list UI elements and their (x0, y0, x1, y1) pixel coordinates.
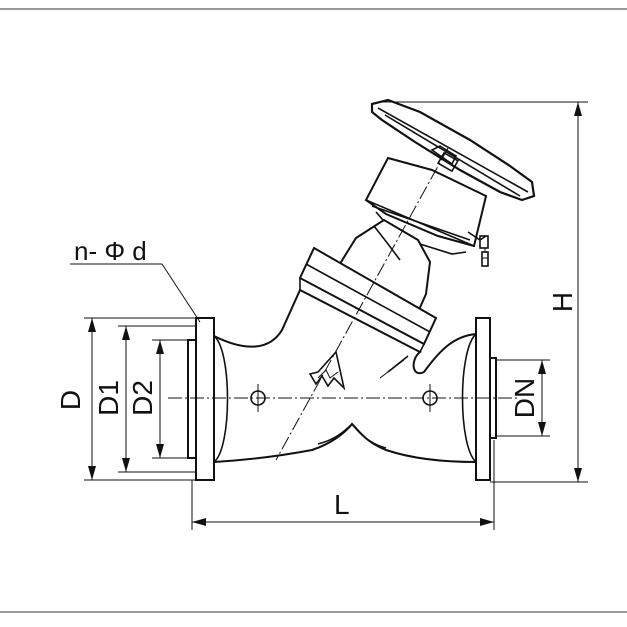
left-flange (187, 317, 215, 481)
flow-arrow-icon (308, 350, 346, 391)
valve-body (213, 288, 477, 464)
dim-H (378, 101, 588, 483)
label-DN: DN (509, 378, 540, 418)
dim-D (84, 317, 200, 481)
dim-D1 (118, 325, 196, 473)
label-bolt-holes: n- Φ d (74, 236, 147, 266)
angled-flange (298, 246, 438, 354)
right-flange (475, 317, 497, 481)
leader-bolt-holes (70, 263, 201, 323)
handwheel (370, 98, 536, 202)
label-D2: D2 (127, 380, 158, 416)
label-D: D (55, 390, 86, 410)
label-D1: D1 (93, 380, 124, 416)
label-L: L (334, 489, 350, 520)
label-H: H (547, 292, 578, 312)
dim-DN (496, 359, 550, 437)
dim-D2 (152, 339, 190, 459)
bonnet (364, 156, 489, 267)
stem-centerline (275, 147, 449, 461)
dim-L (191, 440, 495, 530)
